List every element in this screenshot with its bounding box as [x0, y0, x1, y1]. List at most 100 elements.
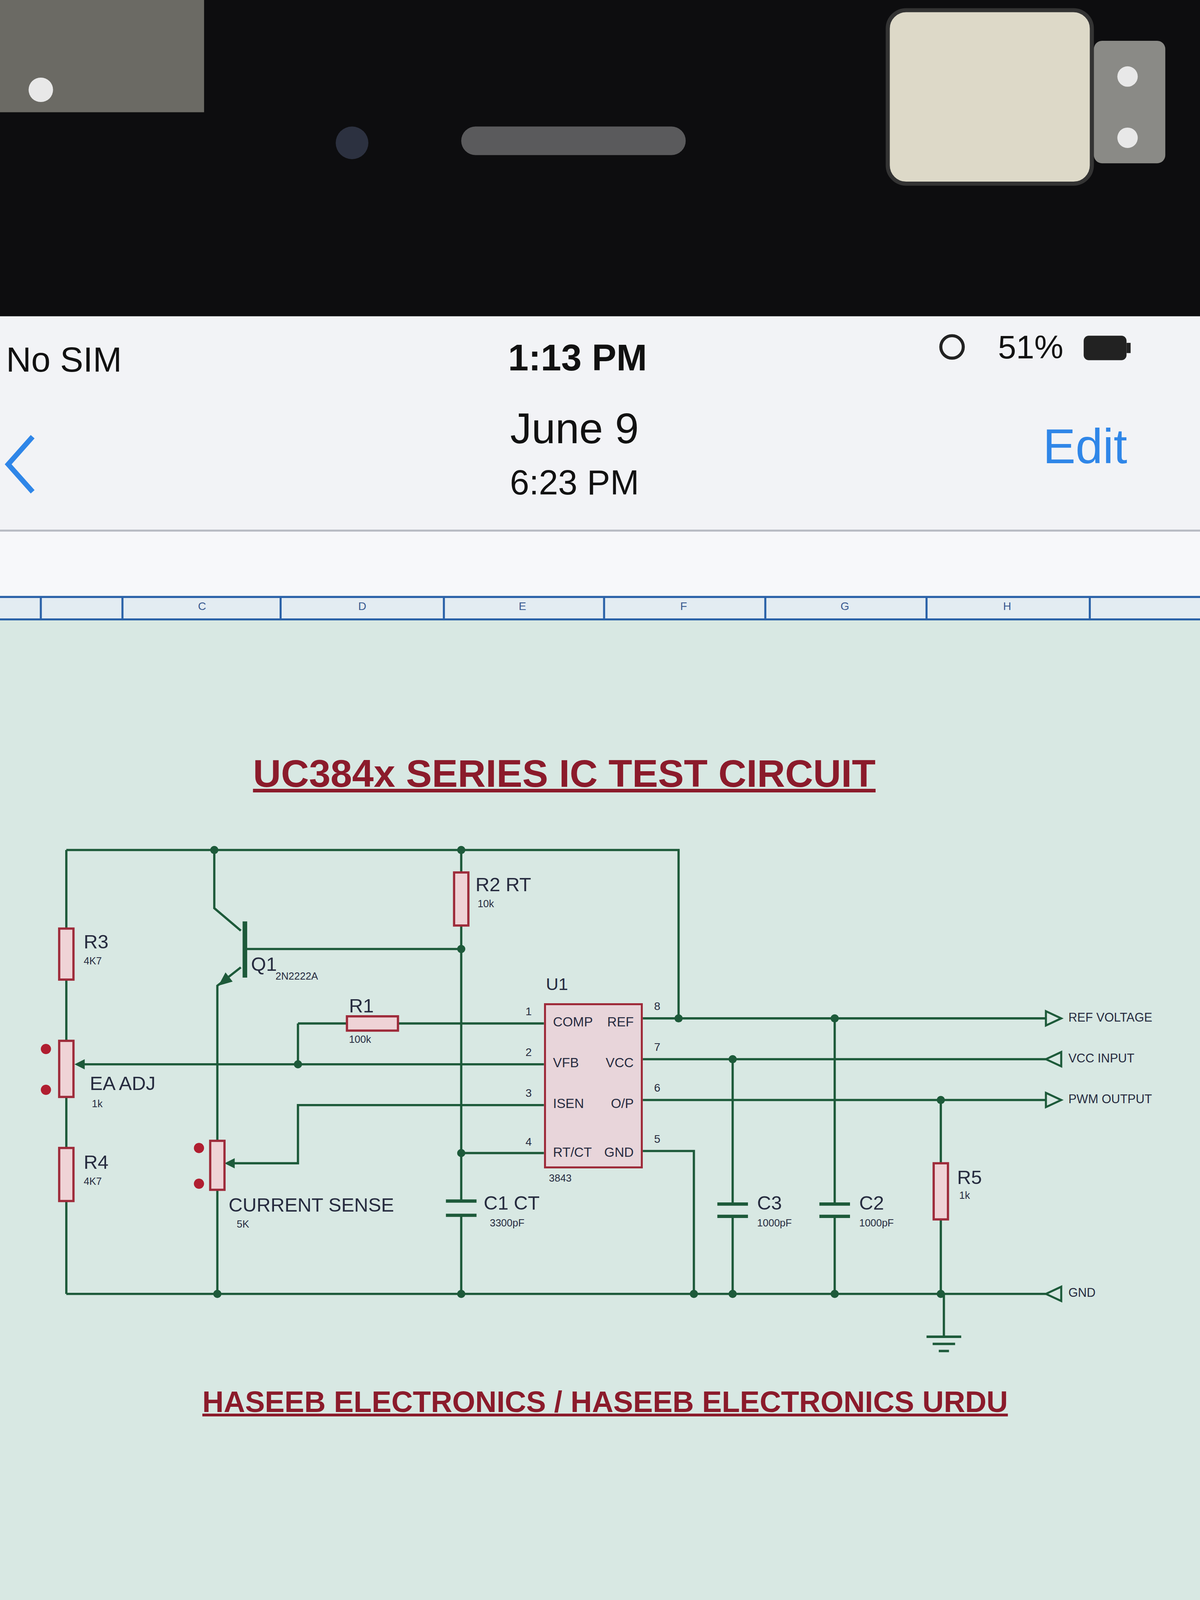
pin-name: GND: [604, 1144, 634, 1160]
pin-marker: [194, 1178, 205, 1189]
terminal-arrow: [1046, 1011, 1062, 1026]
component-label: R3: [83, 930, 109, 954]
back-chevron: [8, 436, 33, 492]
grid-letter: C: [198, 600, 206, 613]
edit-button: Edit: [1042, 418, 1128, 475]
junction-dot: [936, 1289, 945, 1298]
ground-symbol: [926, 1336, 962, 1352]
diagram-title: UC384x SERIES IC TEST CIRCUIT: [252, 751, 876, 796]
grid-letter: H: [1003, 600, 1012, 613]
pin-name: REF: [607, 1014, 634, 1030]
pin-number: 5: [654, 1132, 661, 1146]
potentiometer-wiper: [224, 1158, 235, 1169]
junction-dot: [830, 1289, 839, 1298]
status-nav-bar: [0, 316, 1200, 531]
screw-hole: [1117, 127, 1138, 148]
component-value: 1k: [92, 1098, 103, 1110]
pin-number: 2: [525, 1046, 532, 1059]
pin-name: O/P: [610, 1096, 634, 1112]
component-value: 2N2222A: [275, 970, 318, 982]
ruler-lines: [0, 596, 1200, 620]
component-value: 1000pF: [757, 1217, 792, 1229]
pin-name: COMP: [553, 1014, 593, 1030]
grid-letter: D: [358, 600, 366, 613]
component-value: 10k: [477, 898, 494, 910]
screw-hole: [1117, 66, 1138, 87]
resistor-symbol: [59, 1148, 74, 1202]
potentiometer-wiper: [74, 1059, 85, 1070]
pin-marker: [40, 1084, 52, 1096]
component-label: R4: [83, 1151, 109, 1174]
junction-dot: [457, 1148, 466, 1157]
component-value: 100k: [348, 1033, 371, 1046]
pin-number: 3: [525, 1086, 532, 1100]
resistor-symbol: [59, 928, 74, 980]
diagram-caption: HASEEB ELECTRONICS / HASEEB ELECTRONICS …: [202, 1384, 1008, 1419]
junction-dot: [457, 1289, 466, 1298]
component-label: CURRENT SENSE: [228, 1194, 394, 1217]
resistor-symbol: [454, 872, 469, 926]
terminal-arrow: [1046, 1286, 1062, 1302]
terminal-label: GND: [1068, 1285, 1096, 1300]
part-designator: U1: [546, 974, 568, 995]
component-label: C2: [859, 1192, 884, 1215]
ic-package: U1COMPREFVFBVCCISENO/PRT/CTGND3843: [544, 1003, 643, 1169]
junction-dot: [210, 846, 219, 854]
grid-letter: G: [840, 600, 850, 613]
grid-letter: F: [680, 600, 688, 613]
pin-number: 1: [525, 1005, 532, 1018]
potentiometer-symbol: [59, 1040, 74, 1097]
grid-letter: E: [518, 600, 527, 613]
pin-number: 8: [654, 1000, 661, 1013]
resistor-symbol: [933, 1163, 948, 1220]
terminal-arrow: [1046, 1092, 1062, 1108]
component-label: C3: [757, 1192, 782, 1215]
metal-bracket: [1094, 40, 1166, 164]
phone-bezel: [0, 0, 1200, 317]
front-camera: [335, 126, 369, 160]
metal-bracket: [0, 0, 204, 113]
component-label: R2 RT: [475, 873, 532, 896]
battery-tip: [1126, 342, 1131, 354]
wire-net: [66, 850, 1046, 1337]
camera-module: [887, 10, 1092, 184]
rotation-lock-icon: [940, 335, 964, 358]
pin-number: 7: [654, 1040, 661, 1054]
junction-dot: [936, 1096, 945, 1104]
earpiece-grille: [461, 126, 686, 155]
pin-marker: [194, 1142, 205, 1154]
component-label: R5: [957, 1166, 982, 1189]
pin-name: VCC: [605, 1055, 634, 1071]
component-value: 3300pF: [489, 1217, 525, 1229]
nav-divider: [0, 529, 1200, 532]
component-value: 4K7: [83, 955, 102, 967]
potentiometer-symbol: [210, 1140, 225, 1190]
pin-name: ISEN: [553, 1096, 584, 1112]
battery-icon: [1084, 336, 1126, 360]
pin-name: VFB: [553, 1055, 579, 1071]
grid-ruler: [0, 596, 1200, 620]
component-label: Q1: [251, 953, 278, 976]
junction-dot: [830, 1014, 839, 1023]
component-label: C1 CT: [483, 1192, 540, 1215]
battery-percent: 51%: [998, 328, 1064, 366]
status-time: 1:13 PM: [508, 336, 647, 380]
junction-dot: [674, 1014, 683, 1023]
component-label: EA ADJ: [89, 1072, 156, 1095]
pin-marker: [40, 1044, 52, 1055]
junction-dots: [210, 846, 946, 1298]
toolbar-ground: [0, 531, 1200, 597]
emitter-arrow: [218, 972, 233, 986]
junction-dot: [294, 1060, 302, 1069]
resistor-symbol: [346, 1016, 398, 1031]
pin-number: 4: [525, 1135, 532, 1149]
component-value: 4K7: [83, 1175, 102, 1188]
status-text: No SIM: [6, 339, 122, 380]
terminal-label: REF VOLTAGE: [1068, 1010, 1153, 1025]
pin-name: RT/CT: [553, 1144, 592, 1160]
pin-markers: [40, 1044, 204, 1189]
